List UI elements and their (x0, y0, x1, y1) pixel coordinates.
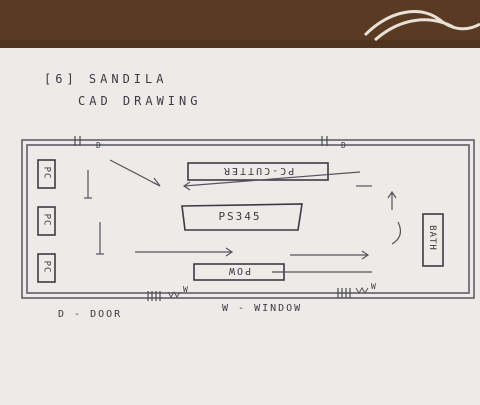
pc-boxes (37, 159, 56, 283)
pc-cutter-text: PC-CUTTER (221, 165, 295, 176)
paper-shade (0, 48, 480, 405)
pow-label: POW (214, 265, 264, 276)
flow-arrows (84, 159, 402, 273)
pc-label-3: PC (41, 260, 52, 274)
pc-label-2: PC (41, 213, 52, 227)
window-scribbles (167, 287, 369, 298)
legend-door: D - DOOR (58, 309, 123, 320)
pc-label-1: PC (41, 166, 52, 180)
pow-text: POW (226, 265, 252, 276)
thread-decoration (363, 10, 480, 42)
header-line-2: CAD DRAWING (78, 94, 202, 108)
window-marker-bottom-left: W (183, 285, 190, 294)
pc-cutter-label: PC-CUTTER (208, 165, 308, 176)
header-line-1: [6] SANDILA (44, 72, 168, 86)
bath-box (422, 213, 444, 267)
legend-window: W - WINDOW (222, 303, 303, 314)
ps345-box (181, 203, 303, 231)
door-ticks (74, 136, 328, 146)
bath-label: BATH (426, 225, 437, 251)
door-marker-top-right: D (341, 141, 348, 150)
window-marker-bottom-right: W (371, 282, 378, 291)
window-ticks (147, 288, 351, 301)
door-marker-top-left: D (96, 141, 103, 150)
room-outline (21, 139, 475, 299)
ps345-label: PS345 (218, 210, 262, 223)
